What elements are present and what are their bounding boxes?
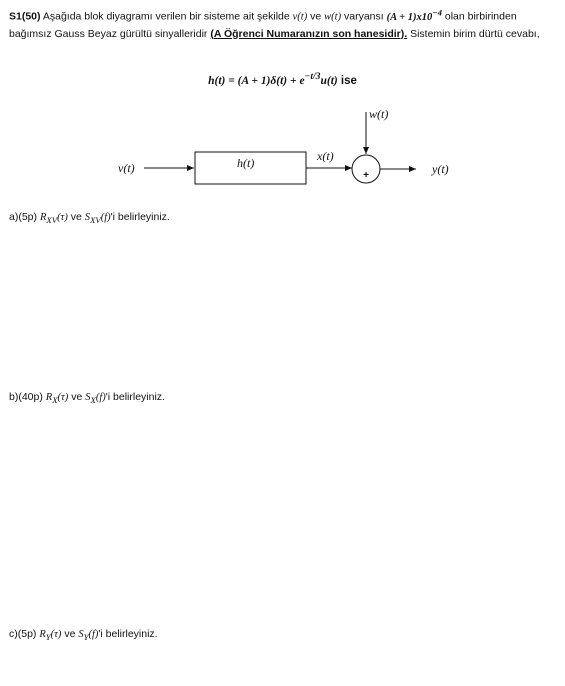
- question-subscript: Y: [45, 632, 51, 643]
- question-text: 'i belirleyiniz.: [105, 391, 165, 403]
- variance-exponent: −4: [432, 7, 442, 17]
- question-symbol: R: [39, 212, 47, 223]
- intro-text-2: varyansı: [341, 10, 387, 23]
- problem-id: S1(50): [9, 10, 41, 23]
- question-subscript: X: [90, 395, 96, 406]
- question-arg: (f): [95, 392, 106, 403]
- student-number-note: (A Öğrenci Numaranızın son hanesidir).: [210, 27, 408, 40]
- question-label: a)(5p): [9, 211, 40, 223]
- question-symbol: S: [78, 629, 84, 640]
- formula-lhs: h(t) = (A + 1)δ(t) + e: [208, 74, 305, 87]
- question-c: c)(5p) RY(τ) ve SY(f)'i belirleyiniz.: [9, 628, 158, 642]
- question-symbol: S: [85, 392, 91, 403]
- sum-sign: +: [363, 170, 369, 181]
- question-subscript: X: [52, 395, 58, 406]
- question-a: a)(5p) RXV(τ) ve SXV(f)'i belirleyiniz.: [9, 211, 170, 225]
- question-arg: (τ): [57, 212, 68, 223]
- question-b: b)(40p) RX(τ) ve SX(f)'i belirleyiniz.: [9, 391, 165, 405]
- variance-base: (A + 1)x10: [386, 11, 433, 23]
- mid-label: x(t): [316, 149, 334, 163]
- intro-text-4: Sistemin birim dürtü cevabı,: [407, 27, 540, 40]
- w-signal: w(t): [324, 11, 342, 23]
- impulse-response-formula: h(t) = (A + 1)δ(t) + e−t/3u(t) ise: [0, 71, 565, 87]
- question-and: ve: [61, 628, 79, 640]
- input-label: v(t): [118, 161, 135, 175]
- question-arg: (f): [88, 629, 99, 640]
- question-and: ve: [68, 391, 86, 403]
- question-arg: (τ): [50, 629, 62, 640]
- block-diagram: v(t) h(t) x(t) + w(t) y(t): [118, 107, 449, 185]
- intro-and: ve: [307, 10, 325, 23]
- question-arg: (f): [100, 212, 111, 223]
- variance-expr: (A + 1)x10−4: [386, 7, 442, 23]
- question-symbol: R: [39, 629, 46, 640]
- formula-exponent: −t/3: [304, 71, 321, 82]
- output-label: y(t): [431, 162, 449, 176]
- v-signal: v(t): [292, 11, 308, 23]
- block-label: h(t): [237, 156, 254, 170]
- question-symbol: S: [84, 212, 91, 223]
- question-and: ve: [67, 211, 85, 223]
- problem-statement: S1(50) Aşağıda blok diyagramı verilen bi…: [9, 4, 557, 43]
- question-text: 'i belirleyiniz.: [110, 211, 170, 223]
- intro-text-1: Aşağıda blok diyagramı verilen bir siste…: [40, 10, 293, 23]
- intro-text-3: olan birbirinden bağımsız Gauss Beyaz gü…: [9, 10, 517, 40]
- question-arg: (τ): [57, 392, 69, 403]
- formula-suffix: ise: [337, 74, 357, 87]
- system-block: [194, 151, 307, 185]
- question-subscript: XV: [90, 215, 101, 226]
- question-label: b)(40p): [9, 391, 46, 403]
- question-label: c)(5p): [9, 628, 40, 640]
- question-symbol: R: [45, 392, 53, 403]
- question-text: 'i belirleyiniz.: [98, 628, 158, 640]
- question-subscript: Y: [83, 632, 89, 643]
- question-subscript: XV: [46, 215, 58, 226]
- formula-rhs: u(t): [320, 74, 338, 87]
- noise-label: w(t): [369, 107, 388, 121]
